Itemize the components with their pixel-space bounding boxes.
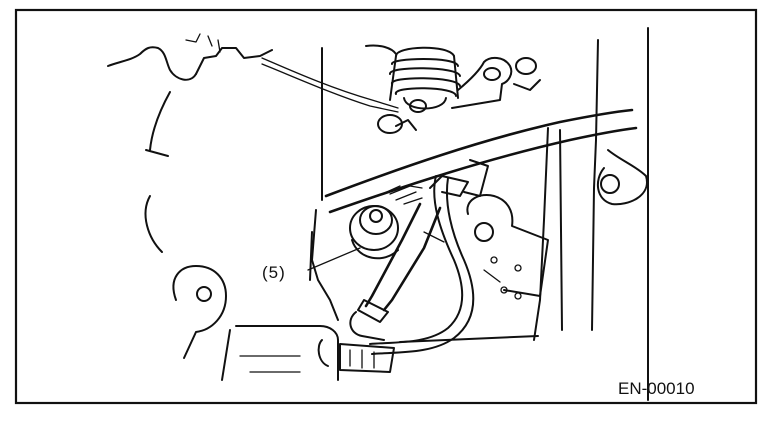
housing-lines [309,47,339,321]
mounting-bracket [377,56,541,134]
center-bracket [423,194,549,300]
cable [261,57,399,113]
transmission-case [533,27,649,401]
figure-code: EN-00010 [618,379,695,398]
lower-ledge [399,335,539,343]
callout-5-label: (5) [262,263,286,282]
hose [349,159,489,341]
leader-line-5 [307,247,361,271]
engine-block-outline [107,33,339,381]
pipe [317,175,475,373]
bellows-boot [365,44,461,113]
frame-rail [324,108,638,214]
figure-frame [14,8,758,405]
